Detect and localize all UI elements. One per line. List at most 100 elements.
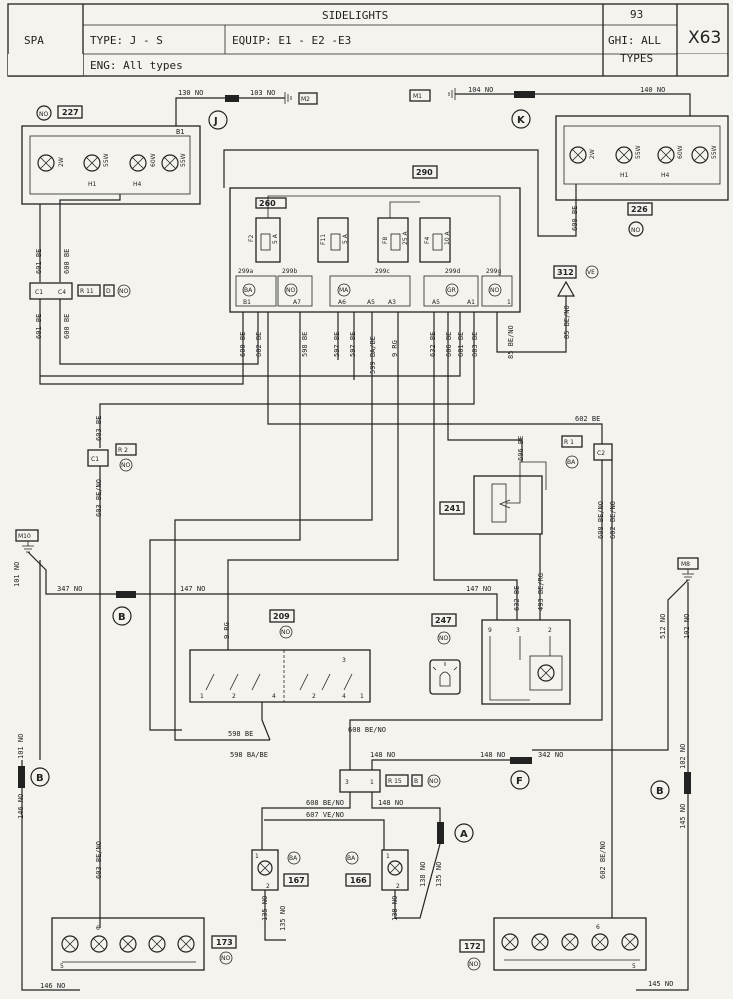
sw-pin-1: 1: [200, 693, 204, 700]
connector-r1-c2: C2: [597, 450, 605, 457]
switch-209[interactable]: 1 2 4 2 4 1 3: [189, 649, 371, 703]
fusebox-bus: [267, 195, 501, 276]
panel-lamp-247: 9 3 2: [481, 619, 571, 705]
label-wire-603a: 603 BE: [471, 332, 479, 357]
tag-no-r15-text: NO: [429, 778, 438, 785]
fuse-f11-value: 5 A: [342, 233, 349, 244]
r15-pin-1: 1: [370, 779, 374, 786]
sw-pin-4b: 4: [342, 693, 346, 700]
pin-a5-b: A5: [432, 299, 440, 306]
wire-608-no: [261, 792, 351, 850]
label-227: 227: [62, 108, 79, 117]
tag-no-172-text: NO: [469, 961, 478, 968]
label-209: 209: [273, 612, 290, 621]
ground-m2-label: M2: [301, 96, 310, 103]
label-wire-347: 347 NO: [57, 585, 82, 593]
wire-598-ba: [261, 702, 271, 741]
fuse-f2-value: 5 A: [272, 233, 279, 244]
tag-ve-312: [585, 265, 599, 279]
connector-b-1: [112, 606, 132, 626]
label-wire-601c: 601 BE: [457, 332, 465, 357]
label-wire-101b: 101 NO: [17, 734, 25, 759]
fuse-f4-label: F4: [424, 237, 431, 244]
connector-k-plug: [514, 91, 535, 98]
sw-pin-2b: 2: [312, 693, 316, 700]
relay-r15: 3 1: [339, 769, 381, 793]
connector-b-2: [30, 767, 50, 787]
pin-299c: 299c: [375, 268, 390, 275]
lamp172-pin-6: 6: [596, 924, 600, 931]
box-290: [412, 165, 438, 179]
connector-j-label: J: [213, 116, 218, 127]
label-wire-135a: 135 NO: [261, 896, 269, 921]
header-eng: ENG: All types: [90, 59, 183, 72]
lamp-h4-label-r: H4: [661, 172, 670, 179]
label-wire-148c: 148 NO: [378, 799, 403, 807]
ground-m10-label: M10: [18, 533, 31, 540]
wire-600-route: [59, 299, 259, 365]
label-wire-102b: 102 NO: [679, 744, 687, 769]
pin-299b: 299b: [282, 268, 297, 275]
connector-a-plug: [437, 822, 444, 844]
pin-299d: 299d: [445, 268, 460, 275]
label-wire-104: 104 NO: [468, 86, 493, 94]
label-260: 260: [259, 199, 276, 208]
header-ghi-1: GHI: ALL: [608, 34, 661, 47]
label-312: 312: [557, 268, 574, 277]
tag-ba-166: [345, 851, 359, 865]
label-wire-101a: 101 NO: [13, 562, 21, 587]
tag-no-r15: [427, 774, 441, 788]
wire-146: [21, 760, 80, 991]
lamp-167: 1 2: [251, 849, 279, 891]
label-wire-602d: 602 BE/NO: [599, 841, 607, 879]
box-247: [431, 613, 457, 627]
connector-r15-box: [385, 774, 409, 787]
fuse-f11-label: F11: [320, 234, 327, 245]
label-wire-140: 140 NO: [640, 86, 665, 94]
lamp-h1-label: H1: [88, 181, 97, 188]
pin-b1-fuse: B1: [243, 299, 251, 306]
label-wire-606: 606 BE: [445, 332, 453, 357]
lamp166-pin-1: 1: [386, 853, 390, 860]
wire-599-route: [174, 312, 373, 741]
label-wire-598ba: 598 BA/BE: [230, 751, 268, 759]
lamp166-pin-2: 2: [396, 883, 400, 890]
wire-135-a: [264, 890, 286, 941]
tag-no-r11: [117, 284, 131, 298]
terminal-312-icon: [556, 280, 576, 297]
pin-1: 1: [507, 299, 511, 306]
label-wire-342: 342 NO: [538, 751, 563, 759]
tag-no-247: [437, 631, 451, 645]
tag-ba-r1-text: BA: [567, 459, 576, 466]
label-wire-600d: 600 BE: [571, 206, 579, 231]
tag-no-r11-text: NO: [119, 288, 128, 295]
indicator-lamp-icon: [429, 659, 461, 695]
connector-r15-label: R 15: [388, 778, 402, 785]
lamp-55w-label-b: 55W: [180, 153, 187, 167]
tag-no-227-text: NO: [39, 111, 48, 118]
header-block: SPA SIDELIGHTS TYPE: J - S EQUIP: E1 - E…: [7, 3, 729, 77]
tag-gr-fuse: GR: [447, 287, 456, 294]
tag-no-209-text: NO: [281, 629, 290, 636]
connector-r2-label: R 2: [118, 447, 128, 454]
label-wire-599: 599 BA/BE: [369, 336, 377, 374]
header-code: X63: [688, 28, 721, 48]
tag-ve-312-text: VE: [587, 269, 595, 276]
connector-r11-c4: C4: [58, 289, 66, 296]
wire-632-route: [433, 312, 518, 620]
tag-ba-166-text: BA: [347, 855, 356, 862]
tag-no-173-text: NO: [221, 955, 230, 962]
rheostat-241: [473, 461, 547, 535]
label-wire-603b: 603 BE: [95, 416, 103, 441]
connector-b-2-label: B: [36, 773, 44, 784]
wire-607: [264, 819, 385, 850]
label-241: 241: [444, 504, 461, 513]
label-wire-148a: 148 NO: [370, 751, 395, 759]
ground-m1-icon: [448, 88, 456, 100]
rear-lamp-173: 6 5: [51, 917, 205, 971]
lamp173-pin-6: 6: [96, 925, 100, 932]
label-wire-147b: 147 NO: [466, 585, 491, 593]
connector-r11-c1: C1: [35, 289, 43, 296]
lamp-55w-label: 55W: [103, 153, 110, 167]
